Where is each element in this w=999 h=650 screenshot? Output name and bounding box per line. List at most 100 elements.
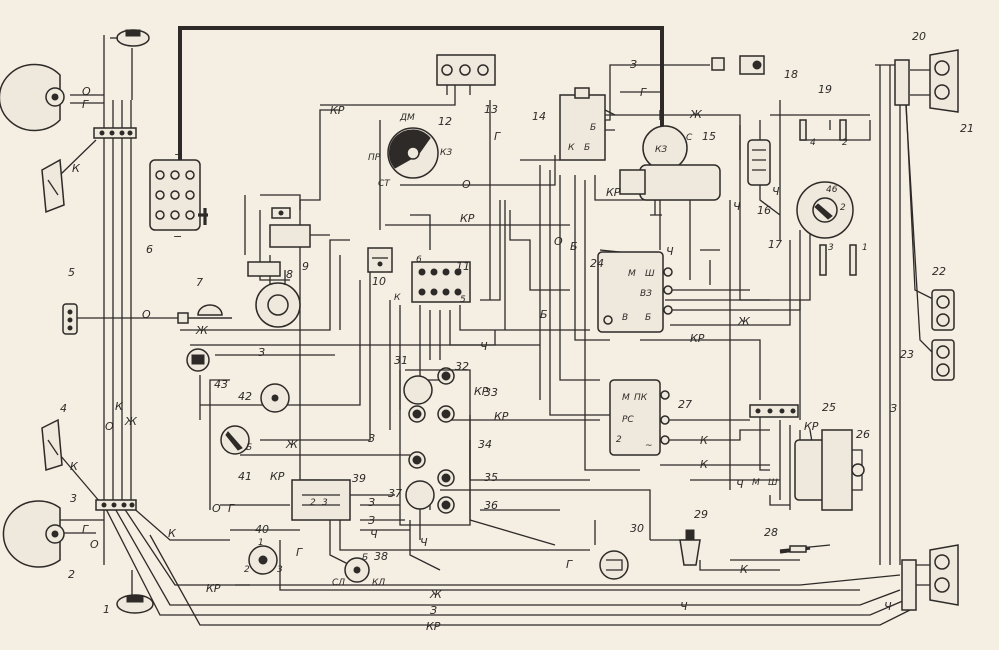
component-rear-lights-bottom (901, 544, 959, 611)
svg-text:Г: Г (296, 546, 303, 559)
svg-text:М: М (752, 478, 760, 488)
svg-text:З: З (430, 604, 437, 617)
component-20-21-rear-lights (894, 49, 959, 113)
component-5 (62, 303, 78, 335)
component-25-terminal-strip (749, 404, 799, 418)
component-27-relay (609, 379, 670, 456)
component-7-switch (177, 304, 232, 324)
svg-text:З: З (368, 432, 375, 445)
svg-text:19: 19 (818, 83, 832, 96)
svg-text:30: 30 (630, 522, 644, 535)
svg-text:29: 29 (694, 508, 708, 521)
svg-text:Г: Г (82, 98, 89, 111)
svg-text:−: − (173, 230, 182, 243)
svg-text:КР: КР (426, 620, 441, 633)
svg-text:СЛ: СЛ (332, 578, 345, 588)
svg-text:М: М (628, 269, 636, 279)
svg-text:Б: Б (246, 443, 252, 453)
component-29 (679, 529, 701, 566)
svg-text:5: 5 (460, 295, 466, 305)
svg-text:К: К (740, 563, 749, 576)
svg-text:38: 38 (374, 550, 388, 563)
svg-text:Ш: Ш (768, 478, 778, 488)
svg-text:К: К (72, 162, 81, 175)
svg-text:37: 37 (388, 487, 402, 500)
wire-color-labels: О Г К О К Ж К Г О О Ж З К О Г КР + − КР … (70, 58, 897, 633)
svg-text:8: 8 (286, 268, 293, 281)
svg-text:О: О (90, 538, 99, 551)
component-19-spark-plugs (799, 119, 857, 276)
svg-text:12: 12 (438, 115, 452, 128)
svg-text:Б: Б (570, 240, 578, 253)
svg-text:С: С (686, 133, 693, 143)
svg-text:Ч: Ч (733, 200, 741, 213)
svg-text:З: З (368, 514, 375, 527)
component-15-starter (619, 125, 721, 216)
terminal-labels: ДМ ПР КЗ СТ К Б Б С КЗ М Ш ВЗ В Б М ПК Р… (244, 113, 868, 588)
wire-harness (59, 26, 936, 626)
svg-text:О: О (462, 178, 471, 191)
svg-text:6: 6 (416, 255, 422, 265)
svg-text:М: М (622, 393, 630, 403)
svg-text:Б: Б (540, 308, 548, 321)
component-39 (291, 479, 351, 521)
svg-text:4: 4 (810, 138, 816, 148)
component-40 (248, 545, 278, 575)
svg-text:Ж: Ж (124, 415, 138, 428)
svg-text:Г: Г (566, 558, 573, 571)
svg-text:К: К (700, 458, 709, 471)
svg-text:1: 1 (103, 603, 110, 616)
svg-text:Ч: Ч (370, 528, 378, 541)
svg-text:3: 3 (70, 492, 77, 505)
component-headlight-top (0, 63, 65, 132)
svg-text:3: 3 (828, 243, 834, 253)
svg-text:2: 2 (310, 498, 316, 508)
svg-text:5: 5 (68, 266, 75, 279)
svg-text:34: 34 (478, 438, 492, 451)
component-16 (747, 139, 771, 186)
svg-text:32: 32 (455, 360, 469, 373)
svg-text:О: О (554, 235, 563, 248)
svg-text:18: 18 (784, 68, 798, 81)
svg-text:Г: Г (82, 523, 89, 536)
component-17-distributor (796, 181, 854, 239)
svg-text:46: 46 (826, 185, 838, 195)
component-26-generator (794, 429, 865, 511)
svg-text:10: 10 (372, 275, 386, 288)
svg-text:36: 36 (484, 499, 498, 512)
component-24-regulator (597, 251, 673, 333)
svg-text:25: 25 (822, 401, 836, 414)
svg-text:22: 22 (932, 265, 946, 278)
svg-text:Б: Б (645, 313, 651, 323)
component-number-labels: 1 2 3 4 5 6 7 8 9 10 11 12 13 14 15 16 1… (60, 30, 974, 616)
svg-text:К: К (700, 434, 709, 447)
svg-text:11: 11 (456, 260, 470, 273)
svg-text:~: ~ (645, 441, 653, 451)
component-28 (779, 545, 811, 554)
component-10 (367, 247, 393, 273)
svg-text:Ч: Ч (884, 600, 892, 613)
svg-text:42: 42 (238, 390, 252, 403)
svg-text:6: 6 (146, 243, 153, 256)
component-12-gauge (387, 127, 439, 179)
svg-text:Б: Б (584, 143, 590, 153)
component-4-side-lamp (41, 418, 63, 471)
svg-text:33: 33 (484, 386, 498, 399)
component-22-23 (931, 289, 955, 381)
svg-text:КР: КР (606, 186, 621, 199)
component-2-headlight (2, 500, 65, 568)
svg-text:4: 4 (60, 402, 67, 415)
svg-text:КР: КР (330, 104, 345, 117)
svg-text:1: 1 (862, 243, 868, 253)
component-side-lamp-top (41, 158, 65, 214)
svg-text:Ж: Ж (689, 108, 703, 121)
component-6-battery (149, 159, 208, 231)
component-9 (247, 207, 311, 277)
svg-text:Ч: Ч (480, 340, 488, 353)
svg-text:СТ: СТ (378, 179, 391, 189)
svg-text:2: 2 (68, 568, 75, 581)
svg-text:20: 20 (912, 30, 926, 43)
svg-text:Ч: Ч (680, 600, 688, 613)
svg-text:Ж: Ж (285, 438, 299, 451)
